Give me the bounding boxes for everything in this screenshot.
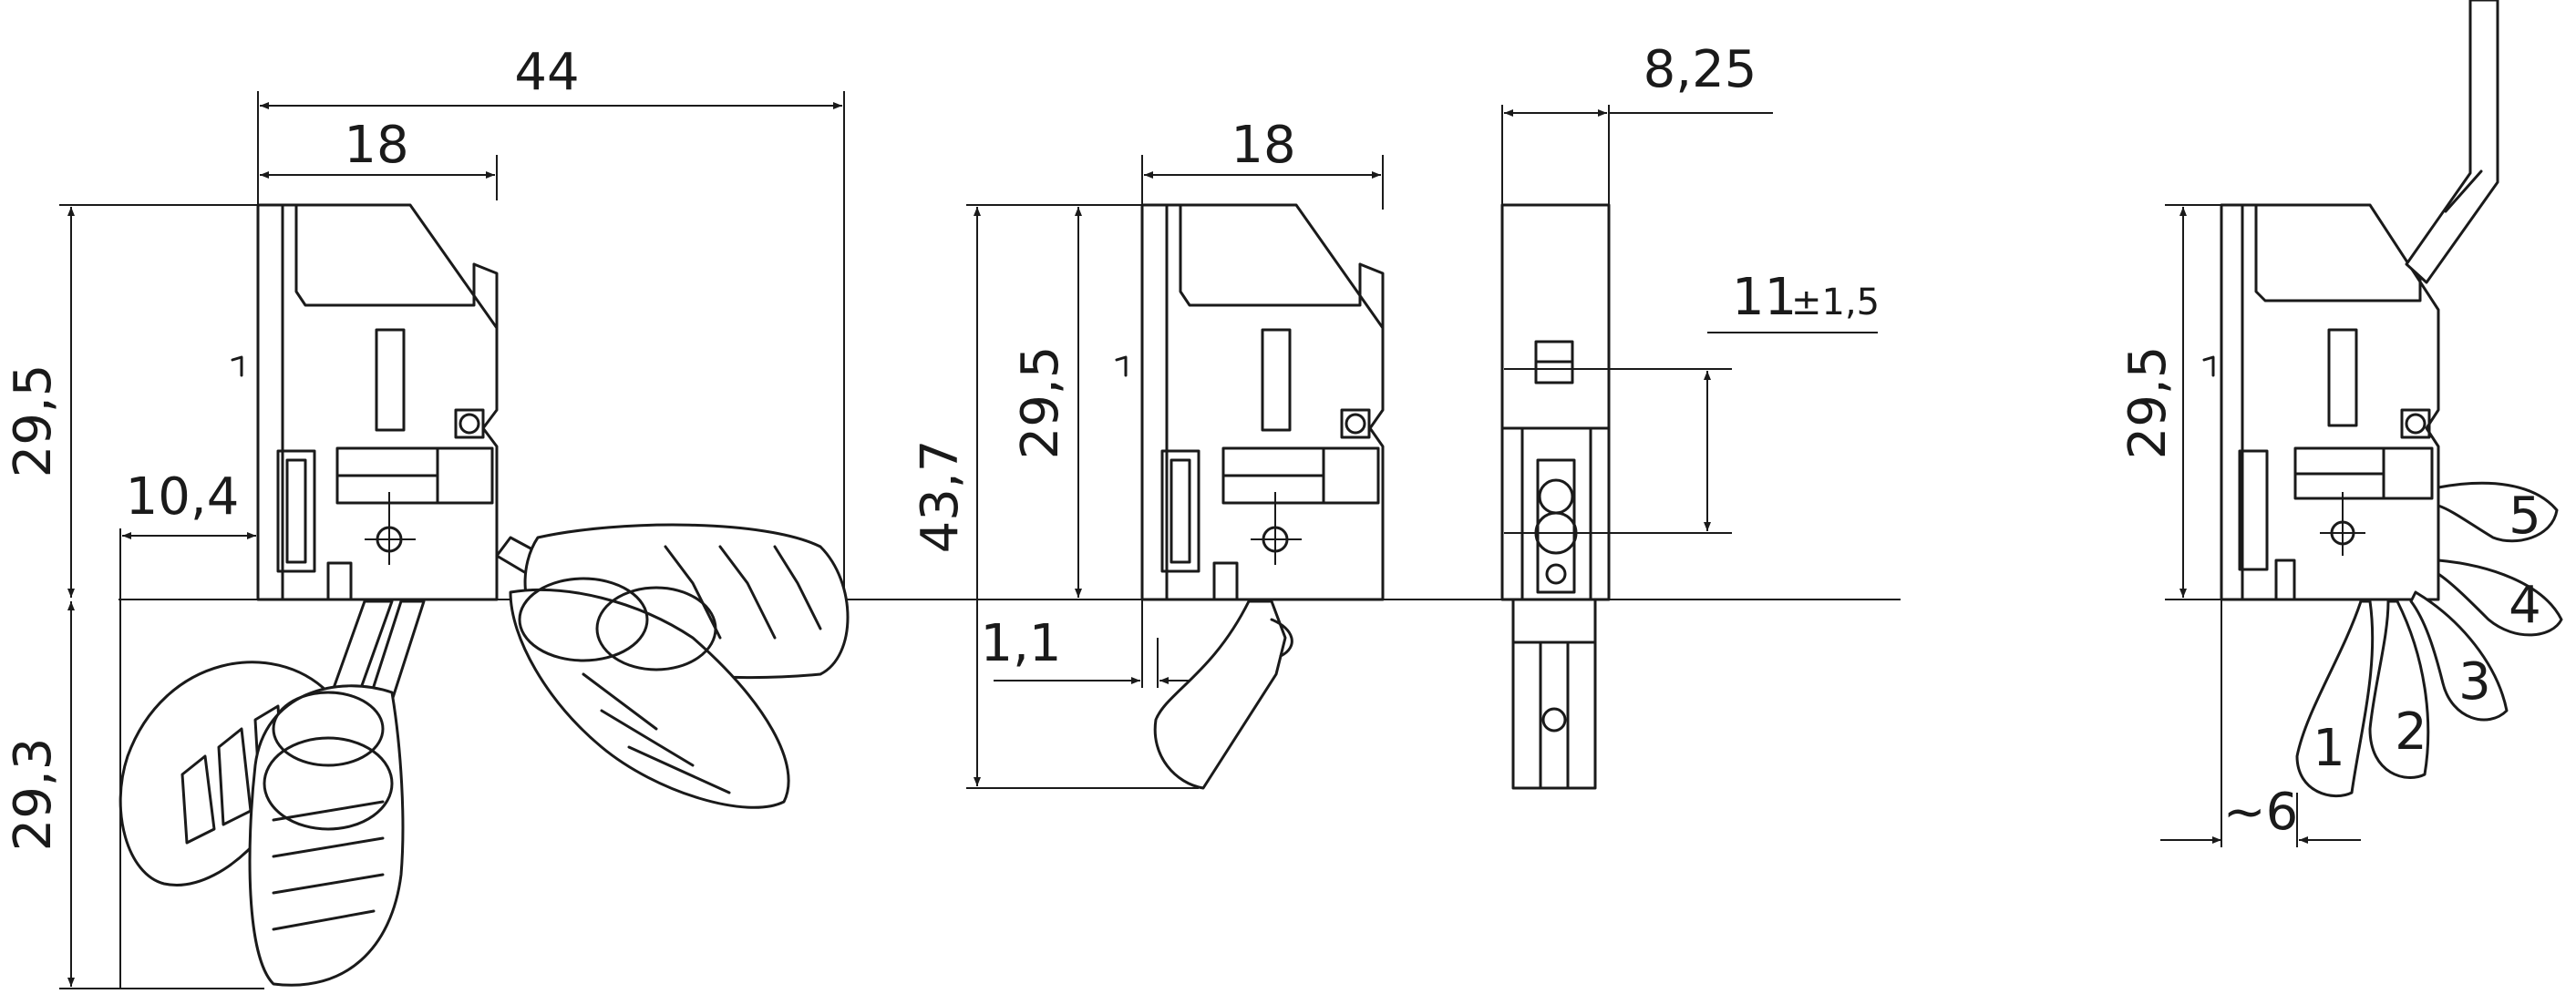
dim-text-1-1: 1,1 bbox=[980, 614, 1061, 673]
dim-text-11: 11 bbox=[1732, 268, 1797, 327]
dim-text-29-3: 29,3 bbox=[4, 738, 63, 852]
dim-text-tolerance: ±1,5 bbox=[1791, 282, 1880, 323]
view-3-side: 8,25 11 ±1,5 bbox=[1500, 40, 1880, 790]
position-label-3: 3 bbox=[2458, 652, 2491, 712]
dim-text-29-5-v2: 29,5 bbox=[1011, 346, 1070, 460]
position-label-2: 2 bbox=[2395, 702, 2427, 762]
device-body bbox=[231, 203, 499, 601]
view-4-positions: 29,5 ~6 1 bbox=[2118, 0, 2563, 847]
position-label-4: 4 bbox=[2509, 576, 2541, 635]
lever-positions-left bbox=[118, 599, 426, 987]
dim-text-18-v2: 18 bbox=[1231, 116, 1295, 175]
position-label-1: 1 bbox=[2313, 719, 2345, 778]
device-body-v2 bbox=[1115, 203, 1385, 790]
position-label-5: 5 bbox=[2509, 487, 2541, 546]
lever-position-1: 1 bbox=[2295, 599, 2375, 798]
lever-position-2: 2 bbox=[2368, 599, 2430, 779]
lever-positions-right bbox=[495, 523, 850, 809]
device-body-v4 bbox=[2202, 0, 2499, 601]
lever-position-4: 4 bbox=[2437, 558, 2563, 637]
dim-text-18: 18 bbox=[344, 116, 408, 175]
dim-text-44: 44 bbox=[514, 43, 579, 102]
dim-text-10-4: 10,4 bbox=[126, 467, 240, 527]
dim-text-43-7: 43,7 bbox=[911, 440, 970, 554]
view-1-front-with-levers: 44 18 29,5 29,3 10,4 bbox=[4, 43, 850, 989]
dim-text-29-5: 29,5 bbox=[4, 364, 63, 478]
lever-position-5: 5 bbox=[2437, 481, 2559, 546]
view-2-front: 18 43,7 29,5 1,1 bbox=[911, 116, 1385, 790]
dim-text-29-5-v4: 29,5 bbox=[2118, 346, 2178, 460]
lever-position-3: 3 bbox=[2409, 590, 2509, 722]
device-side-body bbox=[1500, 203, 1611, 790]
dim-text-6: ~6 bbox=[2223, 783, 2299, 842]
dim-text-8-25: 8,25 bbox=[1643, 40, 1757, 99]
